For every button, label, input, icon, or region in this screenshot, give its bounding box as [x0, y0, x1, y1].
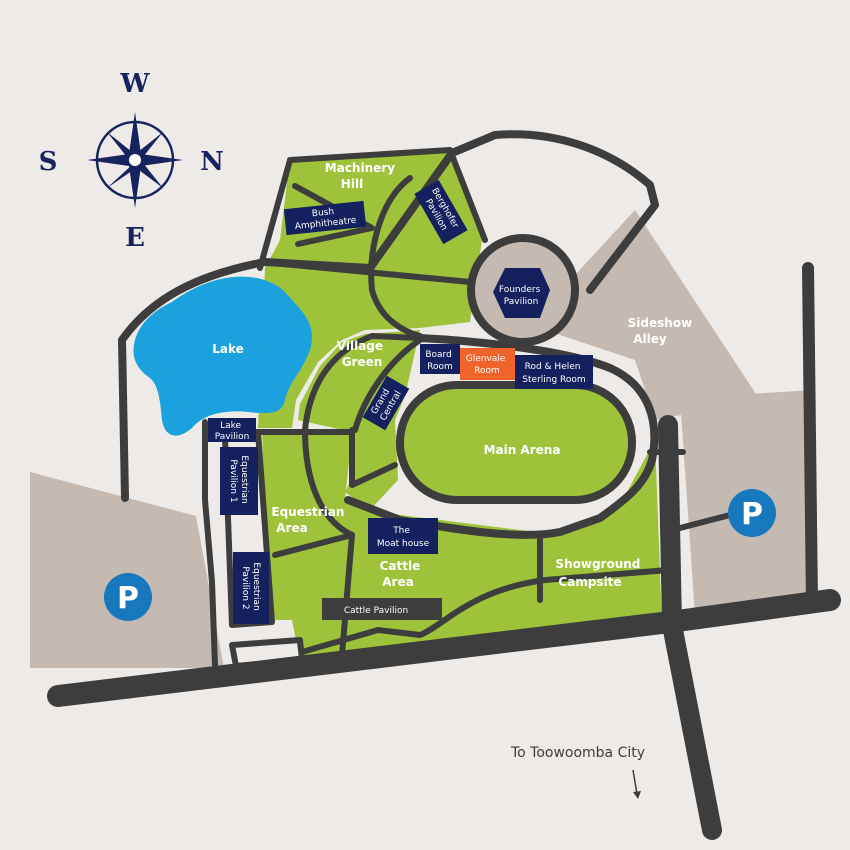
- machinery-hill-label: Machinery Hill: [325, 161, 399, 191]
- founders-pavilion-label: Founders Pavilion: [499, 285, 543, 307]
- glenvale-room-label: Glenvale Room: [466, 354, 508, 376]
- road-parking-east-link: [677, 512, 733, 531]
- founders-pavilion-building[interactable]: [493, 268, 550, 318]
- compass-rose: W S N E: [39, 69, 224, 253]
- road-north-west: [257, 157, 293, 271]
- road-berghofer-loop: [368, 175, 423, 339]
- board-room-label: Board Room: [425, 350, 454, 372]
- parking-area-west: [30, 472, 224, 668]
- moat-house-label: The Moat house: [377, 526, 430, 549]
- parking-symbol-east: P: [741, 497, 763, 532]
- road-east-side: [802, 262, 818, 611]
- parking-symbol-west: P: [117, 581, 139, 616]
- compass-north-label: N: [200, 147, 224, 177]
- zone-labels: Machinery Hill Lake Village Green Equest…: [212, 161, 697, 589]
- road-pavilion-box-south: [229, 637, 305, 669]
- parking-badge-east[interactable]: P: [728, 489, 776, 537]
- road-north-edge: [287, 147, 488, 243]
- roads: [47, 130, 841, 840]
- lake-pavilion-building[interactable]: [208, 418, 256, 442]
- parking-badge-west[interactable]: P: [104, 573, 152, 621]
- road-equestrian-south: [272, 532, 355, 558]
- road-cattle-south: [299, 567, 671, 655]
- cattle-pavilion-building[interactable]: [322, 598, 442, 620]
- arrow-down-icon: [632, 769, 641, 799]
- bush-amphitheatre-building[interactable]: [283, 200, 367, 236]
- compass-south-label: S: [39, 147, 58, 177]
- showground-campsite-label: Showground Campsite: [555, 557, 644, 589]
- road-north-cross: [259, 259, 473, 285]
- sideshow-alley-area: [545, 210, 760, 420]
- compass-east-label: E: [125, 223, 145, 253]
- lake: [133, 276, 312, 436]
- parking-areas: [30, 210, 818, 668]
- glenvale-room-building[interactable]: [460, 348, 515, 380]
- berghofer-pavilion-building[interactable]: [414, 179, 468, 245]
- moat-house-building[interactable]: [368, 518, 438, 554]
- road-amphitheatre: [292, 183, 375, 247]
- equestrian-area-label: Equestrian Area: [271, 505, 348, 535]
- sideshow-alley-label: Sideshow Alley: [628, 316, 697, 346]
- road-east-highway: [658, 415, 722, 840]
- buildings: [208, 179, 593, 624]
- parking-icon: [728, 489, 776, 537]
- equestrian-pavilion-1-building[interactable]: [220, 447, 258, 515]
- road-west-vertical: [202, 419, 218, 668]
- equestrian-pavilion-2-label: Equestrian Pavilion 2: [240, 562, 261, 613]
- lake-pavilion-label: Lake Pavilion: [215, 421, 250, 442]
- main-arena-label: Main Arena: [484, 443, 561, 457]
- lake-label: Lake: [212, 342, 244, 356]
- grand-central-building[interactable]: [362, 375, 410, 431]
- road-grand-central: [352, 337, 423, 433]
- building-labels: Bush Amphitheatre Berghofer Pavilion Fou…: [215, 186, 586, 616]
- village-green-label: Village Green: [337, 339, 387, 369]
- parking-icon: [104, 573, 152, 621]
- cattle-pavilion-label: Cattle Pavilion: [344, 606, 408, 616]
- road-village-inner: [349, 427, 398, 488]
- board-room-building[interactable]: [420, 344, 460, 374]
- road-cattle-west: [339, 532, 355, 658]
- road-arena-track: [344, 334, 659, 539]
- equestrian-pavilion-2-building[interactable]: [233, 552, 269, 624]
- compass-star-icon: [87, 112, 183, 208]
- sterling-room-label: Rod & Helen Sterling Room: [522, 362, 585, 385]
- compass-west-label: W: [119, 69, 150, 99]
- direction-label: To Toowoomba City: [510, 745, 645, 761]
- equestrian-pavilion-1-label: Equestrian Pavilion 1: [228, 455, 249, 506]
- cattle-area-label: Cattle Area: [380, 559, 425, 589]
- sterling-room-building[interactable]: [515, 355, 593, 389]
